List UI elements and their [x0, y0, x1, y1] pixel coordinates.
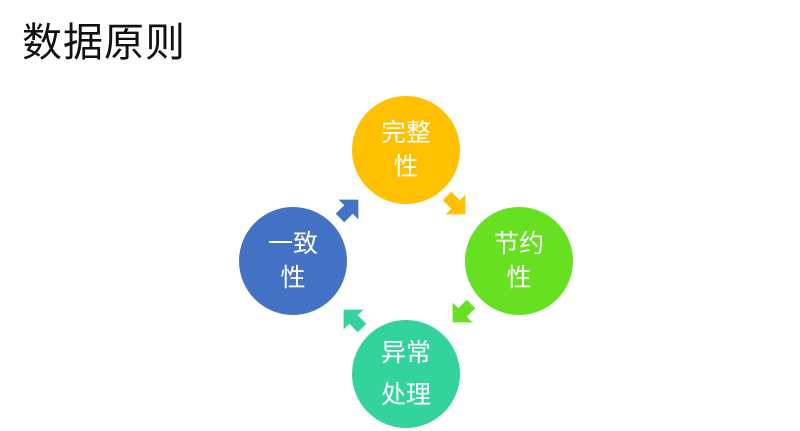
- page-title: 数据原则: [22, 20, 186, 66]
- node-economy-line1: 节约: [493, 229, 544, 258]
- node-completeness-line2: 性: [393, 152, 419, 181]
- node-completeness: 完整 性: [352, 96, 460, 204]
- node-exception-handling-line1: 异常: [380, 338, 431, 367]
- arrow-top-to-right: [442, 191, 466, 215]
- node-consistency-line2: 性: [280, 263, 306, 292]
- arrow-right-to-bottom: [452, 299, 476, 323]
- node-consistency-line1: 一致: [267, 229, 318, 258]
- node-exception-handling: 异常 处理: [352, 320, 460, 428]
- arrow-bottom-to-left: [343, 309, 367, 333]
- arrow-left-to-top: [335, 199, 359, 223]
- node-consistency: 一致 性: [239, 207, 347, 315]
- node-exception-handling-line2: 处理: [380, 380, 431, 409]
- node-economy: 节约 性: [465, 207, 573, 315]
- node-economy-line2: 性: [506, 263, 532, 292]
- node-completeness-line1: 完整: [380, 118, 431, 147]
